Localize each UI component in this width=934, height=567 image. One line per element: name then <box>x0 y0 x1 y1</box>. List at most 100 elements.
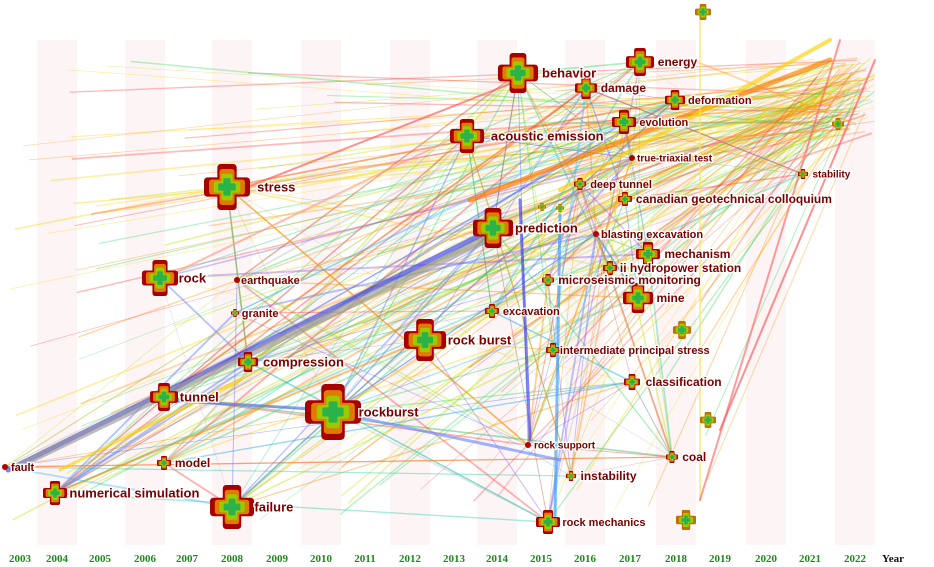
node-coal[interactable] <box>666 451 678 463</box>
link <box>491 279 549 312</box>
year-tick-label: 2008 <box>221 553 244 565</box>
keyword-label: energy <box>658 55 698 69</box>
year-tick-label: 2003 <box>9 553 32 565</box>
node-failure[interactable] <box>210 485 254 529</box>
node-unlabeled[interactable] <box>673 321 691 339</box>
link <box>365 62 846 85</box>
node-excavation[interactable] <box>485 304 499 318</box>
link <box>163 267 611 398</box>
link <box>547 198 626 281</box>
link <box>54 61 641 494</box>
keyword-label: deformation <box>688 95 752 107</box>
node-intermediate-principal-stress[interactable] <box>546 343 560 357</box>
link <box>624 198 639 299</box>
link <box>163 381 633 464</box>
keyword-label: granite <box>242 308 279 320</box>
link <box>334 117 861 267</box>
node-tunnel[interactable] <box>150 383 178 411</box>
link <box>332 157 633 413</box>
link <box>701 102 856 347</box>
link <box>332 233 597 413</box>
link <box>332 381 633 413</box>
node-mechanism[interactable] <box>636 242 660 266</box>
link <box>332 297 639 413</box>
node-compression[interactable] <box>238 352 258 372</box>
node-rock-burst[interactable] <box>404 319 446 361</box>
node-deep-tunnel[interactable] <box>574 178 586 190</box>
node-damage[interactable] <box>575 77 597 99</box>
node-mine[interactable] <box>623 283 653 313</box>
node-acoustic-emission[interactable] <box>450 119 484 153</box>
node-unlabeled[interactable] <box>700 412 716 428</box>
link <box>661 88 851 386</box>
node-microseismic-monitoring[interactable] <box>542 274 554 286</box>
node-unlabeled[interactable] <box>538 203 546 211</box>
link <box>159 277 233 508</box>
node-canadian-geotechnical-colloquium[interactable] <box>618 192 632 206</box>
node-rock-support[interactable] <box>525 442 531 448</box>
node-prediction[interactable] <box>473 208 513 248</box>
link <box>163 87 587 398</box>
node-fault[interactable] <box>2 464 8 470</box>
node-unlabeled[interactable] <box>556 204 564 212</box>
year-tick-label: 2018 <box>665 553 688 565</box>
link <box>466 61 641 137</box>
link <box>623 121 649 255</box>
link <box>458 96 865 181</box>
link <box>226 186 529 446</box>
node-earthquake[interactable] <box>234 277 240 283</box>
link <box>639 61 804 175</box>
node-rock-mechanics[interactable] <box>536 510 560 534</box>
link <box>631 381 673 458</box>
node-unlabeled[interactable] <box>695 4 711 20</box>
link <box>417 113 858 147</box>
year-tick-label: 2013 <box>443 553 466 565</box>
link <box>443 68 837 250</box>
link <box>472 124 838 502</box>
node-energy[interactable] <box>626 48 654 76</box>
node-behavior[interactable] <box>498 53 538 93</box>
link <box>585 87 804 175</box>
link <box>159 267 611 279</box>
link <box>552 93 824 495</box>
node-classification[interactable] <box>624 374 640 390</box>
node-blasting-excavation[interactable] <box>593 231 599 237</box>
link <box>485 71 826 469</box>
node-stability[interactable] <box>798 169 808 179</box>
node-stress[interactable] <box>204 164 250 210</box>
node-instability[interactable] <box>566 471 576 481</box>
node-rock[interactable] <box>142 260 178 296</box>
node-unlabeled[interactable] <box>676 510 696 530</box>
node-rockburst[interactable] <box>305 384 361 440</box>
year-tick-label: 2007 <box>176 553 199 565</box>
link <box>226 186 494 229</box>
keyword-label: rock mechanics <box>562 517 645 529</box>
node-jinping-ii-hydropower-station[interactable] <box>603 261 617 275</box>
link <box>4 456 673 468</box>
link <box>585 87 626 200</box>
link <box>236 279 639 299</box>
link <box>609 121 625 269</box>
keyword-label: rock <box>179 271 207 286</box>
link <box>491 121 625 312</box>
node-unlabeled[interactable] <box>832 118 844 130</box>
link <box>332 227 494 413</box>
link <box>54 72 519 494</box>
link <box>517 61 641 74</box>
link <box>631 157 649 255</box>
node-granite[interactable] <box>231 309 239 317</box>
node-model[interactable] <box>157 456 171 470</box>
node-deformation[interactable] <box>665 90 685 110</box>
link <box>339 97 851 516</box>
link <box>76 113 842 294</box>
node-evolution[interactable] <box>612 110 636 134</box>
node-true-triaxial-test[interactable] <box>629 155 635 161</box>
keyword-nodes <box>2 4 844 534</box>
link <box>623 121 673 458</box>
node-numerical-simulation[interactable] <box>43 481 67 505</box>
link <box>163 396 673 458</box>
link <box>226 186 334 413</box>
link <box>259 100 839 520</box>
link <box>247 361 549 523</box>
link <box>585 87 804 175</box>
